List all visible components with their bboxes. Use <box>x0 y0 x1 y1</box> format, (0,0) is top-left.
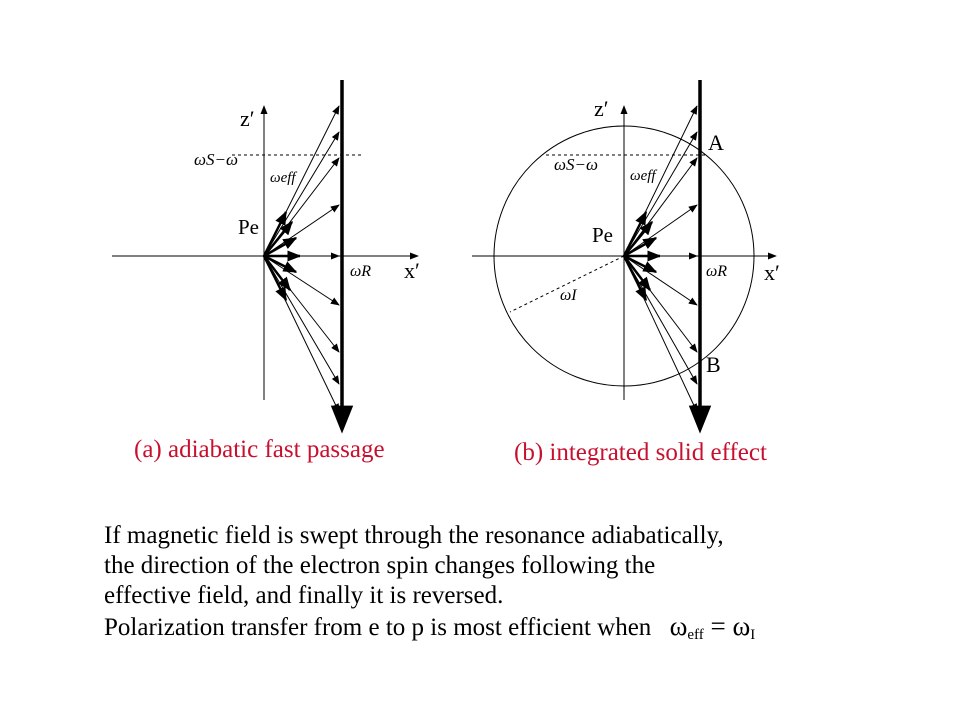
effective-field-vectors-b <box>623 105 698 413</box>
ws-label-b: ωS−ω <box>554 155 598 174</box>
axis-z-label-a: z′ <box>240 106 255 131</box>
eq-rhs-sub: I <box>750 627 756 643</box>
diagram-b: z′ x′ ωS−ω ωeff Pe ωR ωI A B <box>472 80 780 434</box>
body-text: If magnetic field is swept through the r… <box>104 521 954 650</box>
axis-x-label-a: x′ <box>404 258 420 283</box>
weff-label-a: ωeff <box>270 170 297 186</box>
caption-a: (a) adiabatic fast passage <box>134 436 385 463</box>
body-line-3: effective field, and finally it is rever… <box>104 582 504 609</box>
axis-z-label-b: z′ <box>594 96 609 121</box>
spin-arrows-b <box>622 210 662 302</box>
ws-label-a: ωS−ω <box>194 150 238 169</box>
effective-field-vectors-a <box>263 105 340 413</box>
weff-label-b: ωeff <box>630 168 657 184</box>
pe-label-b: Pe <box>592 223 613 247</box>
eq-op: = <box>703 611 733 641</box>
eq-lhs-sub: eff <box>687 627 704 643</box>
eq-rhs: ω <box>732 611 751 641</box>
resonance-equation: ωeff = ωI <box>669 611 756 643</box>
pe-label-a: Pe <box>238 215 259 239</box>
point-b-label-b: B <box>706 352 721 377</box>
caption-b: (b) integrated solid effect <box>514 439 767 466</box>
body-line-4: Polarization transfer from e to p is mos… <box>104 611 954 650</box>
body-line-2: the direction of the electron spin chang… <box>104 552 656 579</box>
body-line-4-text: Polarization transfer from e to p is mos… <box>104 614 652 641</box>
body-line-1: If magnetic field is swept through the r… <box>104 522 724 549</box>
point-a-label-b: A <box>708 130 724 155</box>
axis-x-label-b: x′ <box>764 260 780 285</box>
wr-label-b: ωR <box>706 263 727 280</box>
eq-lhs: ω <box>669 611 688 641</box>
spin-arrows-a <box>262 210 302 302</box>
wr-label-a: ωR <box>350 263 371 280</box>
wi-label-b: ωI <box>560 287 577 304</box>
diagram-a: z′ x′ ωS−ω ωeff Pe ωR <box>112 80 420 434</box>
